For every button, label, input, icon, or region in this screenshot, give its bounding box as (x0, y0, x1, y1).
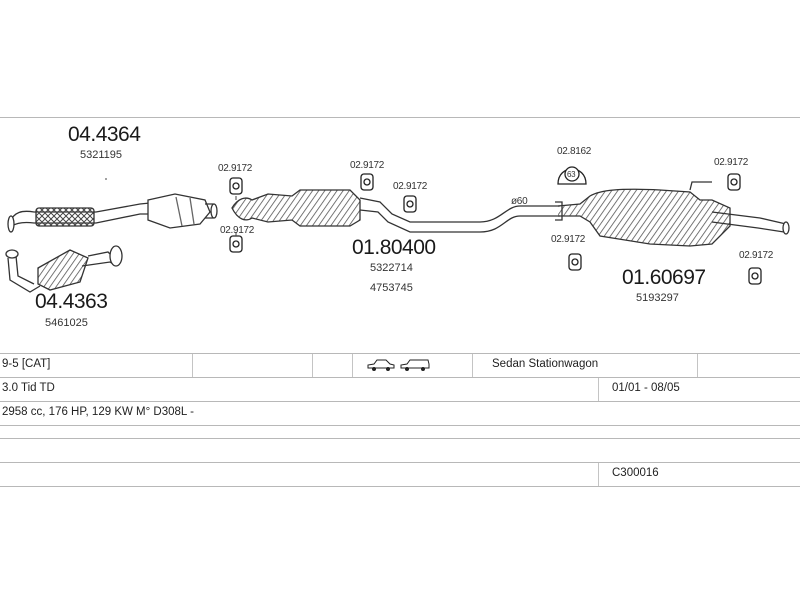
mount-label: 02.9172 (220, 225, 255, 236)
part-number-front-pipe-bottom: 04.4363 (35, 290, 108, 313)
rear-silencer-part (555, 181, 790, 247)
engine-cell: 3.0 Tid TD (2, 382, 55, 394)
mount-label: 02.9172 (551, 234, 586, 245)
part-number-front-pipe-top: 04.4364 (68, 123, 141, 146)
oem-number-middle-silencer-1: 5322714 (370, 262, 413, 274)
oem-number-rear-silencer: 5193297 (636, 292, 679, 304)
specs-cell: 2958 cc, 176 HP, 129 KW M° D308L - (2, 406, 194, 418)
leader-lines (105, 178, 237, 236)
mount-icon (727, 173, 741, 191)
mount-icon (229, 177, 243, 195)
table-cell-divider (697, 354, 698, 377)
period-cell: 01/01 - 08/05 (612, 382, 680, 394)
table-cell-divider (472, 354, 473, 377)
mount-icon (403, 195, 417, 213)
mount-label: 02.9172 (739, 250, 774, 261)
table-row-divider (0, 353, 800, 354)
mount-icon (229, 235, 243, 253)
part-number-rear-silencer: 01.60697 (622, 266, 706, 289)
table-row-divider (0, 462, 800, 463)
front-pipe-bottom-part (5, 245, 123, 293)
oem-number-front-pipe-top: 5321195 (80, 149, 123, 161)
mount-label: 02.9172 (218, 163, 253, 174)
bottom-border (0, 486, 800, 487)
mount-icon (360, 173, 374, 191)
oem-number-front-pipe-bottom: 5461025 (45, 317, 88, 329)
front-pipe-top-part (7, 193, 218, 233)
mount-label: 02.9172 (714, 157, 749, 168)
clamp-label: 02.8162 (557, 146, 592, 157)
table-cell-divider (312, 354, 313, 377)
middle-silencer-part (231, 189, 560, 233)
table-cell-divider (192, 354, 193, 377)
sedan-car-icon (367, 359, 395, 371)
top-border (0, 117, 800, 118)
table-row-divider (0, 438, 800, 439)
table-cell-divider (598, 463, 599, 486)
code-cell: C300016 (612, 467, 659, 479)
pipe-diameter-label: ø60 (511, 196, 528, 207)
mount-label: 02.9172 (393, 181, 428, 192)
table-cell-divider (598, 378, 599, 401)
stationwagon-car-icon (400, 359, 430, 371)
clamp-icon (557, 166, 587, 185)
table-row-divider (0, 377, 800, 378)
mount-icon (748, 267, 762, 285)
mount-label: 02.9172 (350, 160, 385, 171)
table-cell-divider (352, 354, 353, 377)
mount-icon (568, 253, 582, 271)
table-row-divider (0, 425, 800, 426)
body-types-cell: Sedan Stationwagon (492, 358, 599, 370)
model-cell: 9-5 [CAT] (2, 358, 51, 370)
table-row-divider (0, 401, 800, 402)
oem-number-middle-silencer-2: 4753745 (370, 282, 413, 294)
clamp-size-label: 63 (567, 170, 576, 179)
vehicle-type-icons (366, 358, 431, 372)
rubber-mount-icons (229, 166, 762, 285)
part-number-middle-silencer: 01.80400 (352, 236, 436, 259)
